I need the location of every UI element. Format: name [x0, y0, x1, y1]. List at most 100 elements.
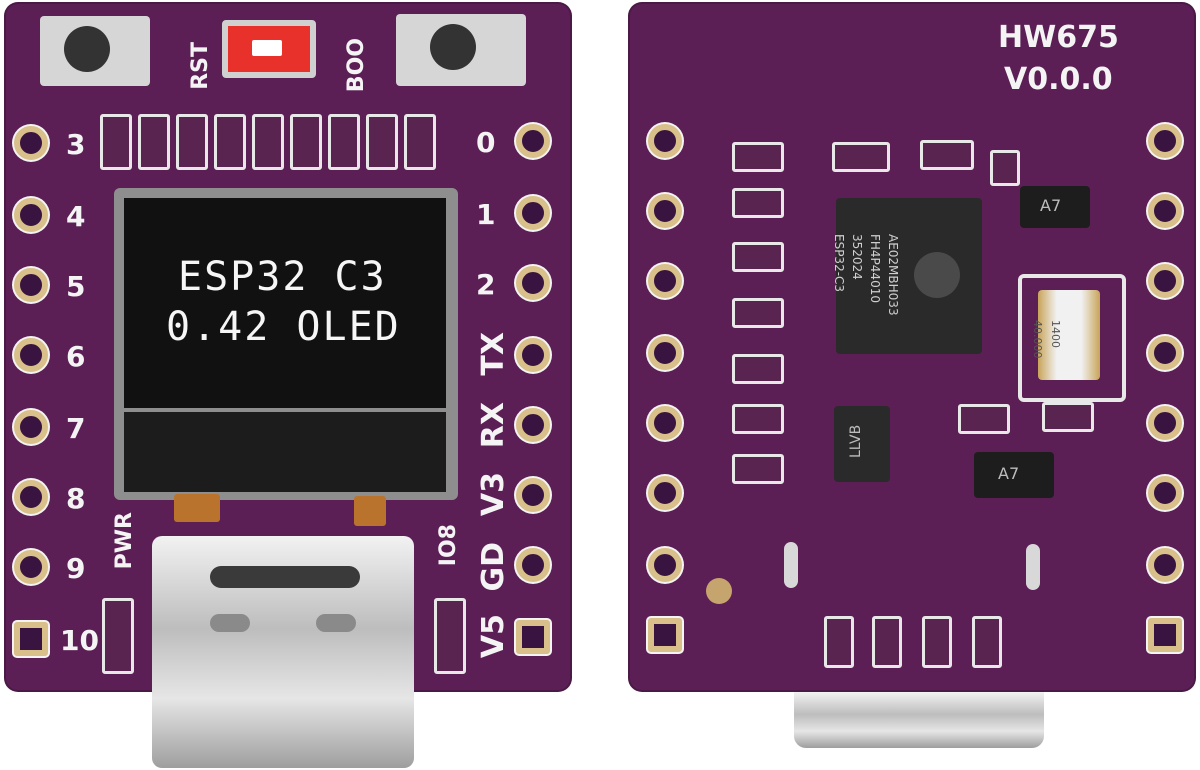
right-pin-label-v5: V5	[476, 614, 511, 659]
front-pin-right-tx	[516, 338, 550, 372]
crystal-marking-2: 1400	[1049, 320, 1062, 348]
reset-button[interactable]	[40, 16, 150, 86]
back-pin-right-5	[1148, 406, 1182, 440]
back-pin-right-4	[1148, 336, 1182, 370]
back-smd-b4	[972, 616, 1002, 668]
usb-mount-pad-right	[1026, 544, 1040, 590]
back-smd-l6	[732, 404, 784, 434]
front-pin-left-10	[14, 622, 48, 656]
oled-glass-bottom	[124, 412, 446, 492]
back-board: HW675 V0.0.0 ESP32-C3 352024 FH4P44010 A…	[628, 2, 1196, 748]
back-smd-t1	[832, 142, 890, 172]
oled-module: ESP32 C3 0.42 OLED	[114, 188, 458, 500]
smd-4	[214, 114, 246, 170]
usb-mount-pad-left	[784, 542, 798, 588]
back-smd-b2	[872, 616, 902, 668]
back-smd-l1	[732, 142, 784, 172]
front-pin-right-rx	[516, 408, 550, 442]
crystal-body: 40.000 1400	[1031, 290, 1100, 380]
left-pin-label-6: 6	[66, 340, 86, 373]
back-pin-right-8	[1148, 618, 1182, 652]
oled-line-2: 0.42 OLED	[166, 304, 401, 350]
right-pin-label-tx: TX	[476, 332, 511, 376]
smd-9	[404, 114, 436, 170]
left-pin-label-7: 7	[66, 412, 86, 445]
usb-c-slot-left	[210, 614, 250, 632]
smd-2	[138, 114, 170, 170]
front-pin-right-1	[516, 196, 550, 230]
label-boot: BOO	[344, 38, 369, 93]
board-version: V0.0.0	[1004, 62, 1113, 97]
smd-6	[290, 114, 322, 170]
left-pin-label-10: 10	[60, 624, 99, 657]
front-pin-left-7	[14, 410, 48, 444]
smd-5	[252, 114, 284, 170]
back-usb-c-port[interactable]	[794, 692, 1044, 748]
back-pin-right-6	[1148, 476, 1182, 510]
boot-button[interactable]	[396, 14, 526, 86]
back-pin-right-1	[1148, 124, 1182, 158]
back-pin-right-2	[1148, 194, 1182, 228]
left-pin-label-8: 8	[66, 482, 86, 515]
diode-bottom-label: A7	[998, 464, 1020, 483]
label-rst: RST	[188, 42, 213, 90]
back-pin-left-3	[648, 264, 682, 298]
smd-3	[176, 114, 208, 170]
back-pin-left-1	[648, 124, 682, 158]
usb-c-slot-right	[316, 614, 356, 632]
front-usb-c-port[interactable]	[152, 536, 414, 768]
test-pad	[706, 578, 732, 604]
back-smd-l3	[732, 242, 784, 272]
front-board: RST BOO 3 4 5 6 7 8 9 10 0 1 2 TX RX V3 …	[4, 2, 572, 768]
usb-c-opening	[210, 566, 360, 588]
diode-top: A7	[1020, 186, 1090, 228]
left-pin-label-3: 3	[66, 128, 86, 161]
right-pin-label-1: 1	[476, 198, 496, 231]
right-pin-label-v3: V3	[476, 472, 511, 517]
boot-button-cap	[430, 24, 476, 70]
back-smd-m1	[958, 404, 1010, 434]
front-pin-left-4	[14, 198, 48, 232]
front-pin-left-3	[14, 126, 48, 160]
front-pin-right-0	[516, 124, 550, 158]
back-pin-left-5	[648, 406, 682, 440]
front-pin-right-v3	[516, 478, 550, 512]
front-pin-right-gd	[516, 548, 550, 582]
pwr-led	[102, 598, 134, 674]
back-pin-left-8	[648, 618, 682, 652]
back-smd-b3	[922, 616, 952, 668]
right-pin-label-2: 2	[476, 268, 496, 301]
left-pin-label-9: 9	[66, 552, 86, 585]
back-pin-left-6	[648, 476, 682, 510]
oled-flex-cable-left	[174, 494, 220, 522]
right-pin-label-0: 0	[476, 126, 496, 159]
oled-flex-cable-right	[354, 496, 386, 526]
espressif-logo-icon	[914, 252, 960, 298]
oled-screen: ESP32 C3 0.42 OLED	[124, 198, 446, 408]
front-pin-right-v5	[516, 620, 550, 654]
left-pin-label-5: 5	[66, 270, 86, 303]
back-pin-right-7	[1148, 548, 1182, 582]
front-pin-right-2	[516, 266, 550, 300]
front-pin-left-8	[14, 480, 48, 514]
back-smd-t2	[920, 140, 974, 170]
label-io8: IO8	[436, 524, 461, 567]
front-pin-left-5	[14, 268, 48, 302]
smd-7	[328, 114, 360, 170]
red-switch[interactable]	[222, 20, 316, 78]
voltage-regulator: LLVB	[834, 406, 890, 482]
label-pwr: PWR	[112, 512, 137, 570]
right-pin-label-rx: RX	[476, 402, 511, 449]
crystal-marking-1: 40.000	[1031, 320, 1044, 359]
back-pin-right-3	[1148, 264, 1182, 298]
io8-led	[434, 598, 466, 674]
diode-top-label: A7	[1040, 196, 1062, 215]
back-pin-left-4	[648, 336, 682, 370]
back-pin-left-2	[648, 194, 682, 228]
oled-line-1: ESP32 C3	[178, 254, 387, 300]
esp32-c3-chip: ESP32-C3 352024 FH4P44010 AE02MBH033	[832, 198, 982, 354]
regulator-label: LLVB	[848, 424, 864, 458]
smd-8	[366, 114, 398, 170]
chip-marking-4: AE02MBH033	[886, 234, 900, 316]
back-smd-l5	[732, 354, 784, 384]
